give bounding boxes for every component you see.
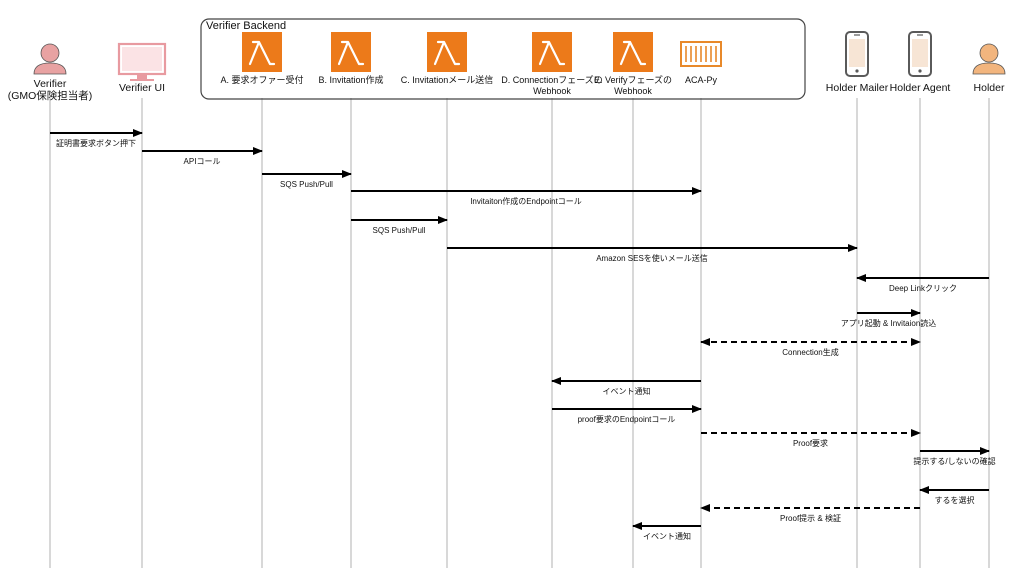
phone-icon — [908, 31, 932, 77]
phone-icon — [845, 31, 869, 77]
message-label: Proof提示 & 検証 — [780, 514, 841, 523]
message-label: Connection生成 — [782, 348, 839, 357]
message-label: SQS Push/Pull — [372, 226, 426, 235]
message-label: proof要求のEndpointコール — [577, 415, 676, 424]
message-label: アプリ起動 & Invitaion読込 — [840, 319, 937, 328]
participant-label-lambda-e-line2: Webhook — [614, 86, 652, 96]
participant-label-verifier-line2: (GMO保険担当者) — [7, 90, 93, 102]
lambda-icon — [331, 32, 371, 72]
message-label: 証明書要求ボタン押下 — [56, 139, 136, 148]
participant-label-lambda-d-line2: Webhook — [533, 86, 571, 96]
lambda-icon — [242, 32, 282, 72]
monitor-icon — [117, 42, 167, 81]
message-label: するを選択 — [934, 496, 975, 505]
participant-label-verifier: Verifier — [33, 78, 67, 90]
backend-group-frame — [200, 18, 806, 100]
message-label: Proof要求 — [792, 439, 829, 448]
participant-label-aca-py: ACA-Py — [684, 75, 717, 85]
message-label: Amazon SESを使いメール送信 — [596, 254, 708, 263]
message-label: APIコール — [183, 157, 221, 166]
lambda-icon — [427, 32, 467, 72]
message-label: Deep Linkクリック — [888, 284, 958, 293]
participant-label-lambda-e: E. Verifyフェーズの — [593, 75, 673, 85]
message-label: 提示する/しないの確認 — [913, 457, 996, 466]
person-icon — [33, 43, 67, 75]
participant-label-verifier-ui: Verifier UI — [118, 82, 166, 94]
message-label: イベント通知 — [602, 387, 651, 396]
person-icon — [972, 43, 1006, 75]
participant-label-holder: Holder — [973, 82, 1005, 94]
participant-label-holder-mailer: Holder Mailer — [825, 82, 889, 94]
participant-label-lambda-d: D. Connectionフェーズの — [501, 75, 603, 85]
lambda-icon — [532, 32, 572, 72]
message-label: SQS Push/Pull — [280, 180, 333, 189]
participant-label-holder-agent: Holder Agent — [889, 82, 951, 94]
participant-label-lambda-c: C. Invitationメール送信 — [400, 75, 494, 85]
message-label: Invitaiton作成のEndpointコール — [470, 197, 582, 206]
participant-label-lambda-b: B. Invitation作成 — [318, 75, 384, 85]
backend-group-title: Verifier Backend — [206, 20, 287, 32]
message-label: イベント通知 — [643, 532, 691, 541]
lambda-icon — [613, 32, 653, 72]
container-icon — [680, 41, 722, 67]
participant-label-lambda-a: A. 要求オファー受付 — [220, 75, 304, 85]
